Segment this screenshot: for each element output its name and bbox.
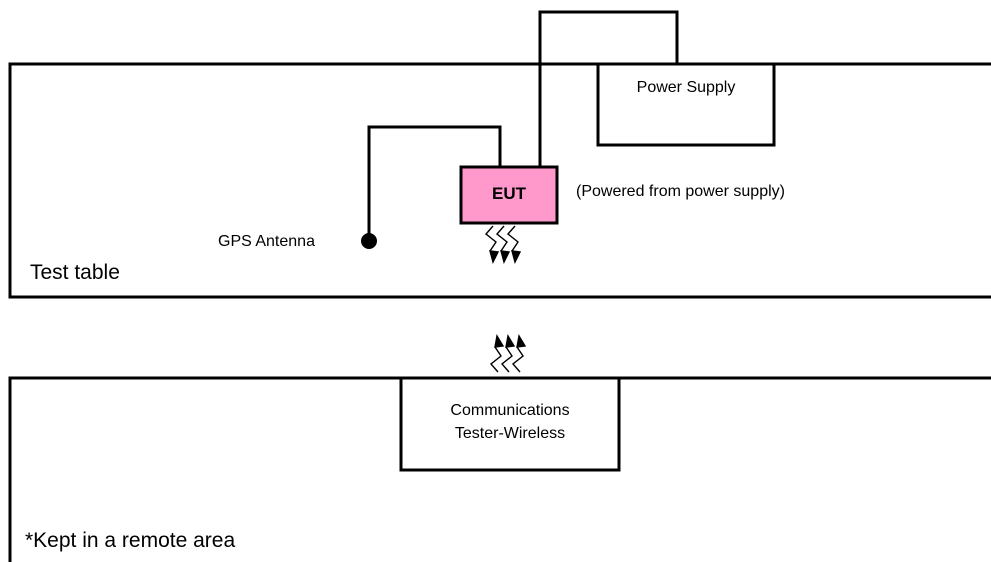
eut-box [459, 165, 559, 225]
eut-power-note: (Powered from power supply) [576, 183, 785, 200]
power-cable [538, 10, 679, 167]
eut-label: EUT [492, 184, 526, 203]
test-table-label: Test table [30, 261, 120, 284]
remote-area-label: *Kept in a remote area [25, 529, 236, 552]
power-supply-label: Power Supply [636, 79, 736, 96]
test-table-outline [8, 62, 991, 299]
tester-wireless-signal-icon [489, 334, 527, 373]
tester-label-line2: Tester-Wireless [454, 425, 566, 442]
eut-wireless-signal-icon [484, 225, 522, 264]
communications-tester-box [399, 376, 621, 472]
gps-cable [367, 125, 502, 241]
remote-area-outline [8, 376, 991, 562]
gps-antenna-label: GPS Antenna [218, 233, 315, 250]
gps-antenna-icon [361, 233, 377, 249]
power-supply-box [596, 62, 776, 147]
tester-label-line1: Communications [450, 402, 570, 419]
